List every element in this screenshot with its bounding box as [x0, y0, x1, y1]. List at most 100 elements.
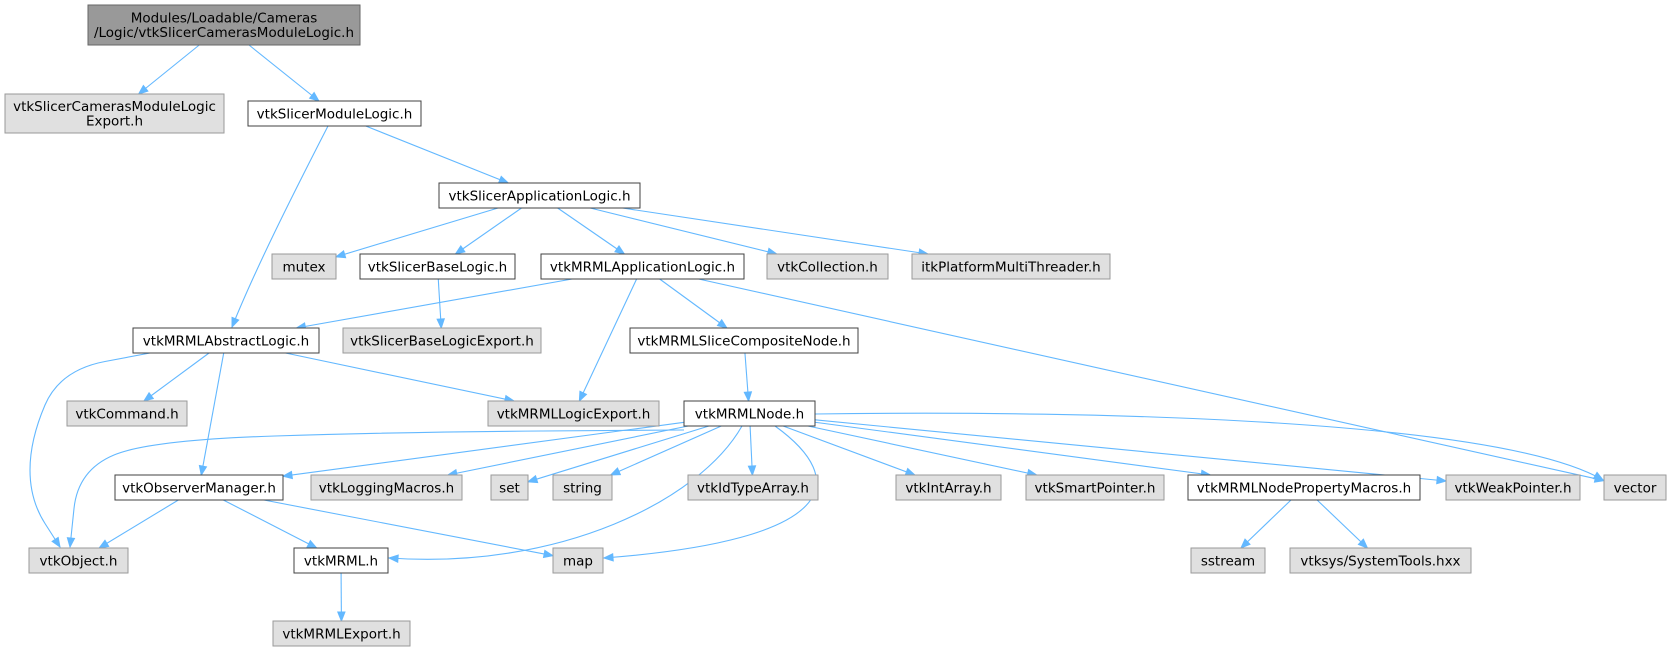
edge-arrowhead: [387, 554, 399, 563]
node-vtkmrml[interactable]: vtkMRML.h: [293, 547, 389, 574]
node-box: [4, 93, 225, 134]
edge-mrmlnode-to-nodepropmacros: [814, 421, 1212, 479]
node-string: string: [552, 474, 613, 501]
edge-line: [622, 207, 929, 255]
node-label: vtkSlicerCamerasModuleLogic: [13, 99, 216, 115]
edge-slicecomposite-to-mrmlnode: [743, 352, 753, 403]
node-mrmlnode[interactable]: vtkMRMLNode.h: [683, 400, 816, 427]
edge-arrowhead: [231, 316, 240, 329]
node-weakpointer: vtkWeakPointer.h: [1445, 474, 1581, 501]
edge-arrowhead: [716, 318, 728, 329]
edge-line: [138, 44, 200, 95]
edge-arrowhead: [306, 539, 318, 549]
node-applogic[interactable]: vtkSlicerApplicationLogic.h: [438, 182, 641, 209]
edge-line: [590, 207, 777, 255]
node-label: sstream: [1201, 553, 1255, 569]
edge-arrowhead: [602, 552, 614, 562]
edges-layer: [29, 44, 1606, 623]
node-nodepropmacros[interactable]: vtkMRMLNodePropertyMacros.h: [1187, 474, 1421, 501]
edge-arrowhead: [334, 249, 347, 259]
edge-arrowhead: [526, 474, 539, 484]
edge-line: [814, 412, 1604, 481]
edge-mrmlnode-to-vtkmrml: [387, 425, 743, 563]
edge-mrmlapplogic-to-mrmllogicexport: [578, 278, 638, 403]
edge-mrmlnode-to-idtypearray: [747, 425, 757, 477]
edge-arrowhead: [281, 470, 293, 480]
node-label: vtkMRMLAbstractLogic.h: [143, 333, 309, 349]
edge-line: [388, 425, 743, 560]
node-vtkcollection: vtkCollection.h: [766, 253, 889, 280]
node-label: vtkIdTypeArray.h: [697, 480, 809, 496]
node-idtypearray: vtkIdTypeArray.h: [687, 474, 819, 501]
node-observermanager[interactable]: vtkObserverManager.h: [114, 474, 284, 501]
edge-line: [814, 421, 1211, 476]
node-vtkcommand: vtkCommand.h: [66, 400, 188, 427]
edge-line: [365, 125, 509, 184]
node-box: [132, 327, 320, 354]
node-box: [87, 4, 361, 46]
node-set: set: [490, 474, 529, 501]
edge-arrowhead: [743, 391, 753, 403]
node-mrmlapplogic[interactable]: vtkMRMLApplicationLogic.h: [540, 253, 745, 280]
node-vector: vector: [1603, 474, 1667, 501]
node-modlogic[interactable]: vtkSlicerModuleLogic.h: [247, 100, 422, 127]
node-box: [310, 474, 463, 501]
node-box: [629, 327, 859, 354]
node-label: vtkSlicerBaseLogic.h: [368, 259, 507, 275]
node-map: map: [552, 547, 604, 574]
node-root: Modules/Loadable/Cameras/Logic/vtkSlicer…: [87, 4, 361, 46]
edge-line: [603, 425, 818, 559]
edge-applogic-to-baselogic: [454, 207, 522, 255]
edge-arrowhead: [578, 390, 588, 403]
edge-line: [659, 278, 728, 329]
edge-mrmlnode-to-set: [526, 425, 710, 484]
node-box: [114, 474, 284, 501]
node-label: vtkObject.h: [40, 553, 118, 569]
edge-baselogic-to-baselogicexport: [436, 278, 445, 330]
node-systemtools: vtksys/SystemTools.hxx: [1289, 547, 1472, 574]
node-box: [490, 474, 529, 501]
edge-arrowhead: [1592, 471, 1605, 481]
node-box: [766, 253, 889, 280]
edge-nodepropmacros-to-systemtools: [1316, 499, 1369, 549]
node-label: string: [563, 480, 602, 496]
edge-line: [223, 499, 317, 549]
edge-abstractlogic-to-observermanager: [198, 352, 225, 477]
edge-mrmlapplogic-to-slicecomposite: [659, 278, 728, 329]
node-itkplatform: itkPlatformMultiThreader.h: [911, 253, 1111, 280]
node-box: [552, 474, 613, 501]
edge-line: [248, 44, 320, 102]
edge-line: [782, 425, 916, 476]
edge-line: [578, 278, 638, 402]
node-box: [1603, 474, 1667, 501]
node-baselogic[interactable]: vtkSlicerBaseLogic.h: [359, 253, 516, 280]
node-slicecomposite[interactable]: vtkMRMLSliceCompositeNode.h: [629, 327, 859, 354]
node-box: [1190, 547, 1266, 574]
edge-arrowhead: [454, 245, 466, 255]
edge-applogic-to-itkplatform: [622, 207, 930, 257]
edge-arrowhead: [542, 549, 555, 559]
node-box: [540, 253, 745, 280]
node-label: vector: [1614, 480, 1657, 496]
node-box: [28, 547, 129, 574]
node-box: [1025, 474, 1165, 501]
node-loggingmacros: vtkLoggingMacros.h: [310, 474, 463, 501]
edge-mrmlnode-to-vector: [814, 412, 1605, 481]
edge-mrmlnode-to-string: [609, 425, 722, 476]
node-box: [359, 253, 516, 280]
node-box: [247, 100, 422, 127]
edge-applogic-to-mrmlapplogic: [557, 207, 626, 255]
edge-abstractlogic-to-mrmllogicexport: [285, 352, 516, 404]
edge-modlogic-to-abstractlogic: [231, 125, 329, 329]
edge-arrowhead: [66, 537, 76, 549]
node-label: vtkSlicerApplicationLogic.h: [448, 188, 630, 204]
node-box: [1445, 474, 1581, 501]
edge-arrowhead: [137, 84, 149, 95]
node-box: [911, 253, 1111, 280]
edge-line: [557, 207, 625, 255]
edge-line: [296, 278, 573, 329]
node-abstractlogic[interactable]: vtkMRMLAbstractLogic.h: [132, 327, 320, 354]
edge-arrowhead: [614, 245, 626, 255]
edge-line: [807, 425, 1037, 476]
